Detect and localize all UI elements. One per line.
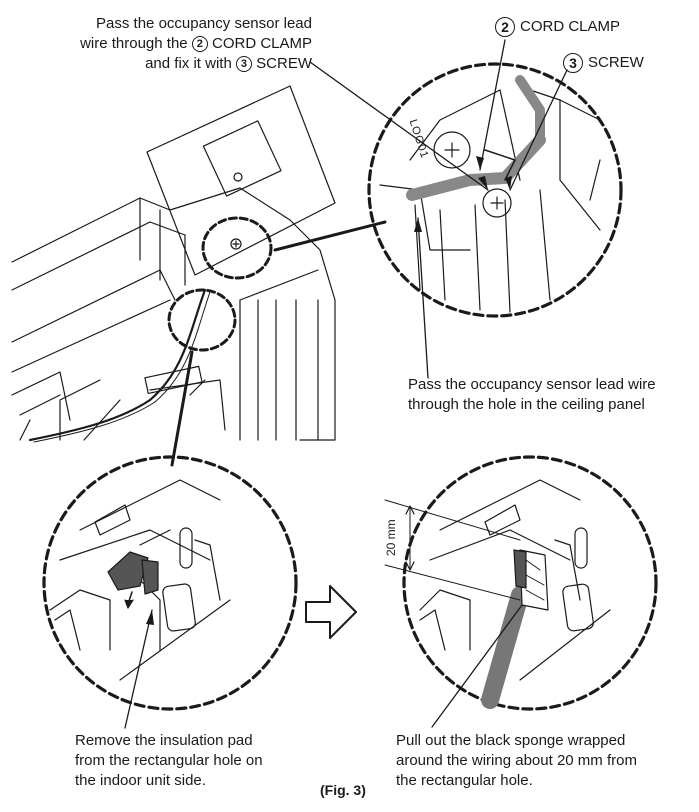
screw-callout-number: 3 bbox=[563, 53, 583, 74]
pull-sponge-instruction: Pull out the black sponge wrapped around… bbox=[396, 732, 637, 789]
remove-insulation-instruction: Remove the insulation pad from the recta… bbox=[75, 732, 263, 789]
indoor-unit-overview bbox=[11, 85, 336, 443]
dimension-label: 20 mm bbox=[384, 519, 398, 556]
leader-lines bbox=[124, 39, 568, 729]
cord-clamp-detail bbox=[273, 62, 623, 318]
occupancy-sensor-instruction: Pass the occupancy sensor lead wire thro… bbox=[80, 15, 312, 72]
insulation-pad-detail bbox=[42, 350, 298, 711]
sponge-detail bbox=[384, 455, 658, 711]
screw-number: 3 bbox=[235, 56, 252, 72]
ceiling-panel-instruction: Pass the occupancy sensor lead wire thro… bbox=[408, 376, 656, 413]
cord-clamp-callout-number: 2 bbox=[495, 17, 515, 38]
figure-caption: (Fig. 3) bbox=[320, 782, 366, 798]
cord-clamp-number: 2 bbox=[191, 36, 208, 52]
next-step-arrow bbox=[305, 585, 357, 639]
